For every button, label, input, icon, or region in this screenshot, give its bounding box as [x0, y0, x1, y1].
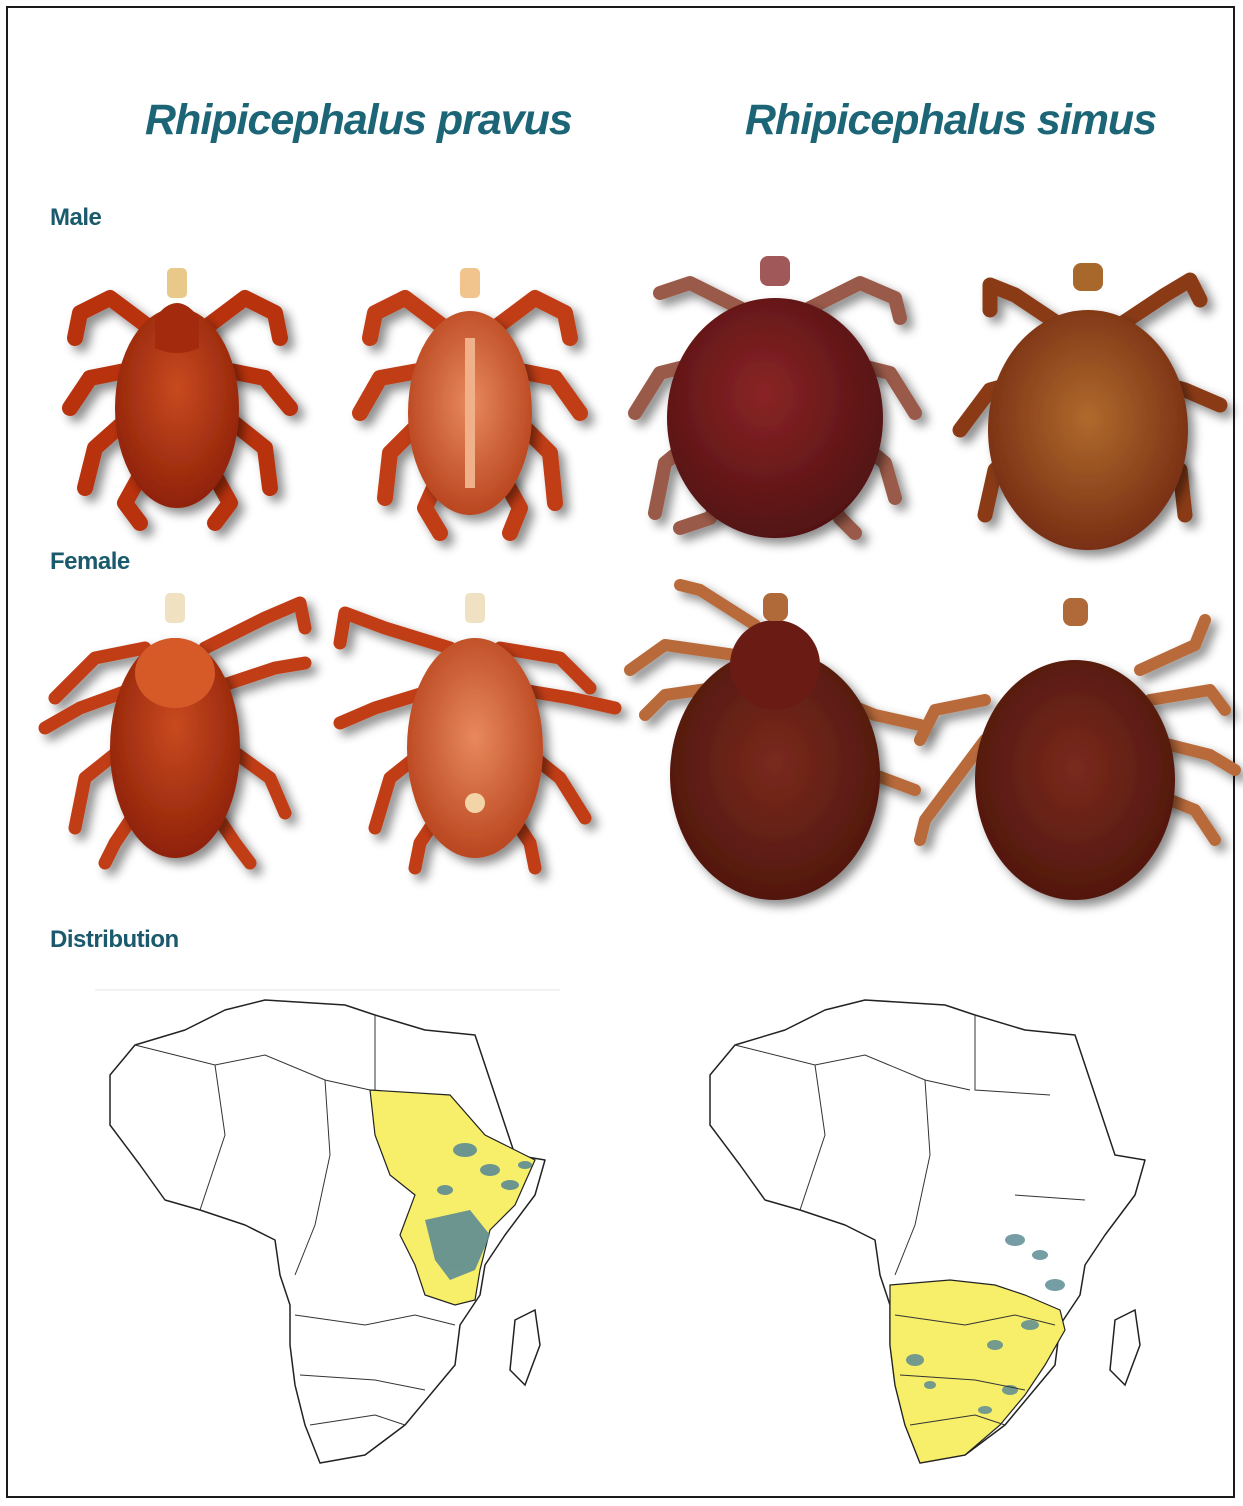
specimen-pravus-female-ventral: [330, 588, 622, 878]
page-frame: [6, 6, 1235, 1498]
specimen-pravus-male-ventral: [345, 258, 590, 541]
specimen-pravus-male-dorsal: [55, 258, 300, 531]
specimen-pravus-female-dorsal: [35, 588, 315, 873]
distribution-map-simus: [695, 985, 1165, 1465]
specimen-simus-male-dorsal: [620, 248, 930, 548]
species-title-pravus: Rhipicephalus pravus: [145, 96, 573, 144]
label-female: Female: [50, 548, 130, 575]
distribution-map-pravus: [95, 985, 565, 1465]
specimen-simus-female-ventral: [914, 590, 1241, 905]
specimen-simus-male-ventral: [945, 255, 1230, 560]
label-male: Male: [50, 204, 102, 231]
label-distribution: Distribution: [50, 926, 179, 953]
specimen-simus-female-dorsal: [624, 575, 926, 905]
species-title-simus: Rhipicephalus simus: [745, 96, 1157, 144]
